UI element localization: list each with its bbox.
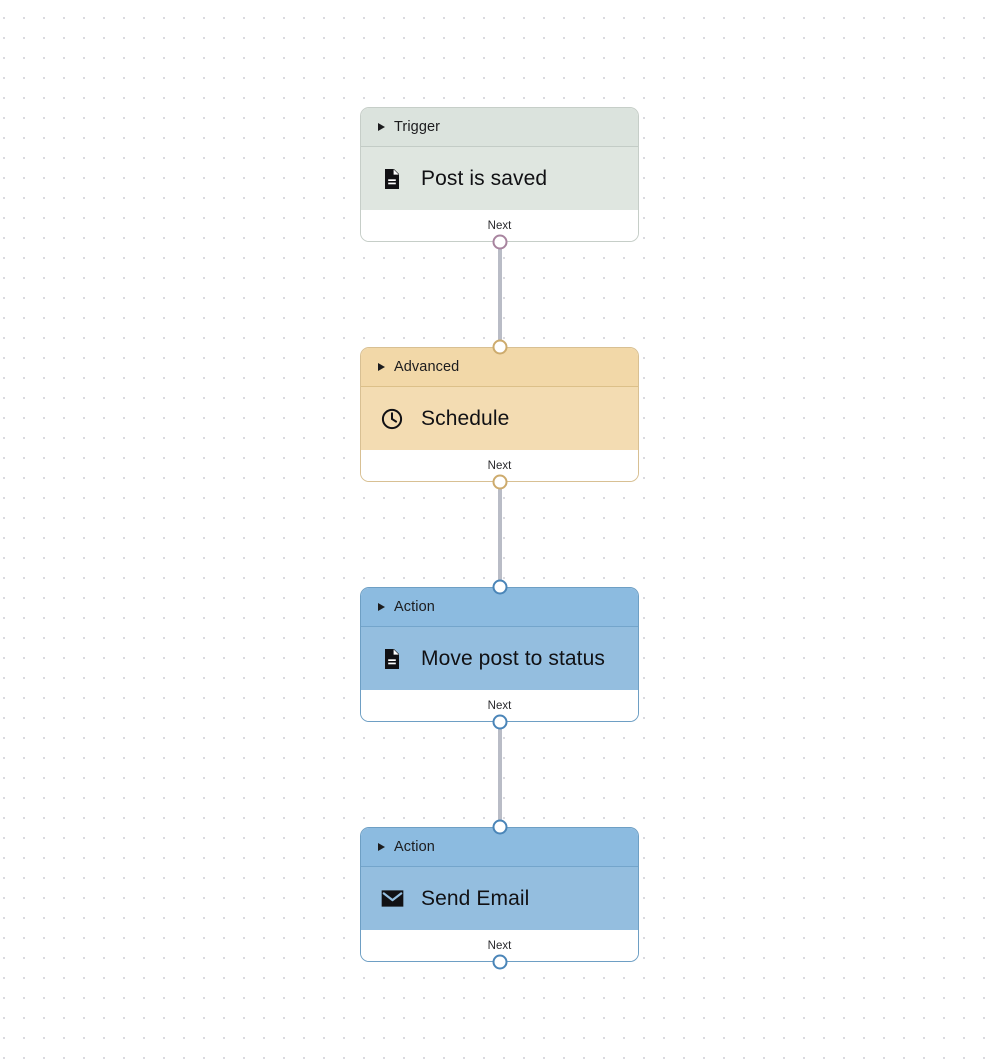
node-output-port[interactable] (492, 714, 507, 730)
node-output-port[interactable] (492, 954, 507, 970)
node-body[interactable]: Post is saved (361, 147, 638, 210)
node-input-port[interactable] (492, 579, 507, 595)
node-divider (361, 626, 638, 627)
node-next-label: Next (487, 219, 512, 232)
document-icon (379, 646, 405, 672)
node-header-label: Trigger (394, 119, 441, 135)
document-icon (379, 166, 405, 192)
node-header[interactable]: Trigger (361, 108, 638, 146)
workflow-edge[interactable] (498, 235, 502, 347)
node-header-label: Action (394, 599, 435, 615)
node-title: Send Email (421, 886, 530, 910)
node-body[interactable]: Move post to status (361, 627, 638, 690)
clock-icon (379, 406, 405, 432)
node-header-label: Action (394, 839, 435, 855)
workflow-edge[interactable] (498, 475, 502, 587)
node-input-port[interactable] (492, 339, 507, 355)
disclosure-triangle-icon[interactable] (378, 843, 385, 851)
node-header-label: Advanced (394, 359, 460, 375)
node-title: Schedule (421, 406, 510, 430)
node-next-label: Next (487, 699, 512, 712)
node-next-label: Next (487, 939, 512, 952)
node-output-port[interactable] (492, 234, 507, 250)
workflow-edge[interactable] (498, 715, 502, 827)
node-divider (361, 866, 638, 867)
disclosure-triangle-icon[interactable] (378, 123, 385, 131)
node-input-port[interactable] (492, 819, 507, 835)
envelope-icon (379, 886, 405, 912)
disclosure-triangle-icon[interactable] (378, 603, 385, 611)
node-divider (361, 146, 638, 147)
node-body[interactable]: Schedule (361, 387, 638, 450)
node-divider (361, 386, 638, 387)
node-title: Move post to status (421, 646, 605, 670)
disclosure-triangle-icon[interactable] (378, 363, 385, 371)
node-next-label: Next (487, 459, 512, 472)
node-title: Post is saved (421, 166, 548, 190)
node-body[interactable]: Send Email (361, 867, 638, 930)
node-output-port[interactable] (492, 474, 507, 490)
